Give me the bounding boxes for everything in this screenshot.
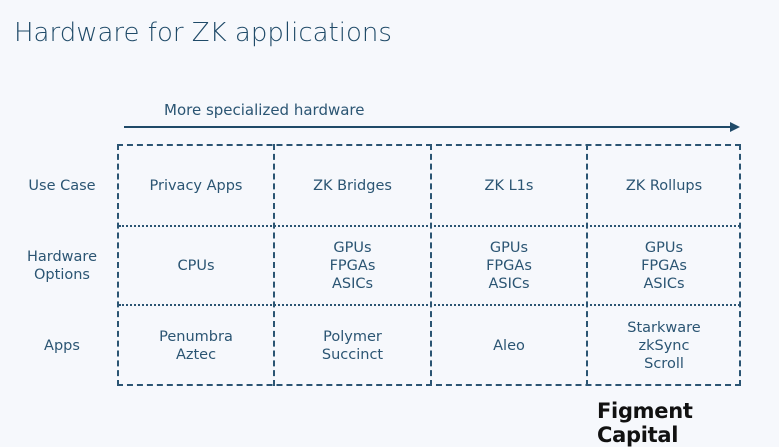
row-label: Use Case bbox=[10, 146, 114, 225]
row-label: Apps bbox=[10, 306, 114, 385]
cell-text: ZK L1s bbox=[484, 177, 534, 194]
cell-text: Penumbra bbox=[159, 328, 233, 345]
arrow-label: More specialized hardware bbox=[164, 101, 365, 119]
hardware-cell: CPUs bbox=[119, 227, 273, 304]
cell-text: ZK Bridges bbox=[313, 177, 392, 194]
column-divider bbox=[430, 144, 432, 386]
cell-text: Aleo bbox=[493, 337, 525, 354]
specialization-arrow bbox=[124, 126, 738, 128]
cell-text: zkSync bbox=[638, 337, 690, 354]
cell-text: Use Case bbox=[28, 177, 96, 194]
cell-text: GPUs bbox=[644, 239, 684, 256]
cell-text: Hardware bbox=[26, 248, 97, 265]
cell-text: Options bbox=[34, 266, 90, 283]
row-divider bbox=[119, 225, 740, 227]
cell-text: GPUs bbox=[333, 239, 372, 256]
figment-capital-logo: Figment Capital bbox=[597, 399, 693, 447]
row-divider bbox=[119, 304, 740, 306]
cell-text: Aztec bbox=[175, 346, 217, 363]
cell-text: ASICs bbox=[488, 275, 530, 292]
cell-text: ASICs bbox=[643, 275, 685, 292]
cell-text: FPGAs bbox=[641, 257, 687, 274]
column-divider bbox=[273, 144, 275, 386]
use-case-cell: ZK Rollups bbox=[588, 146, 740, 225]
use-case-cell: Privacy Apps bbox=[119, 146, 273, 225]
cell-text: ZK Rollups bbox=[625, 177, 703, 194]
cell-text: Polymer bbox=[323, 328, 382, 345]
cell-text: Apps bbox=[44, 337, 80, 354]
hardware-grid bbox=[117, 144, 741, 386]
cell-text: FPGAs bbox=[486, 257, 532, 274]
use-case-cell: ZK L1s bbox=[432, 146, 586, 225]
cell-text: FPGAs bbox=[329, 257, 376, 274]
cell-text: Succinct bbox=[321, 346, 384, 363]
cell-text: GPUs bbox=[489, 239, 529, 256]
column-divider bbox=[586, 144, 588, 386]
cell-text: Starkware bbox=[627, 319, 701, 336]
arrowhead-icon bbox=[730, 122, 740, 132]
cell-text: Privacy Apps bbox=[149, 177, 243, 194]
page-title: Hardware for ZK applications bbox=[14, 18, 392, 48]
use-case-cell: ZK Bridges bbox=[275, 146, 430, 225]
apps-cell: Aleo bbox=[432, 306, 586, 385]
cell-text: ASICs bbox=[331, 275, 374, 292]
cell-text: CPUs bbox=[177, 257, 215, 274]
cell-text: Scroll bbox=[644, 355, 684, 372]
